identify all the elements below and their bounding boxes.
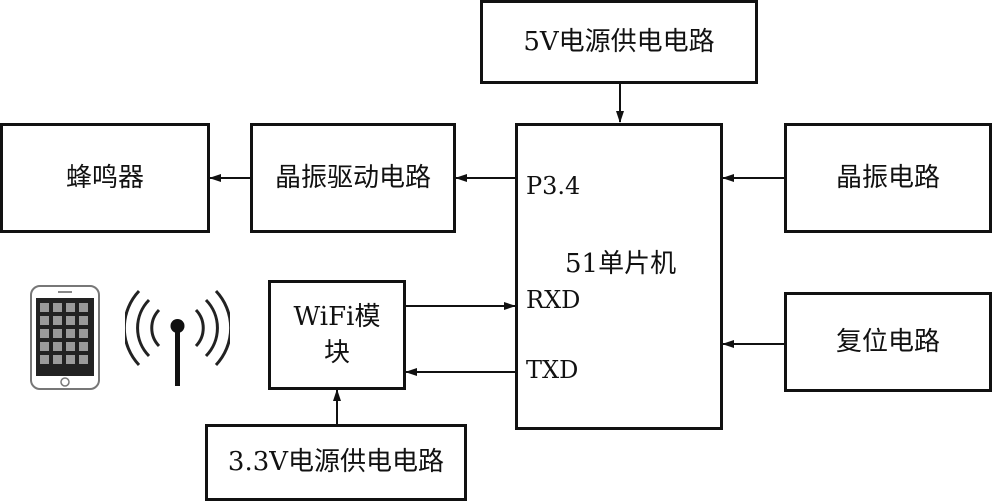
crystal-driver-label: 晶振驱动电路 <box>274 162 431 193</box>
crystal-label: 晶振电路 <box>835 162 940 193</box>
crystal-driver-block: 晶振驱动电路 <box>250 123 456 233</box>
power5v-label: 5V电源供电电路 <box>523 26 715 57</box>
power33v-label: 3.3V电源供电电路 <box>227 446 445 477</box>
wifi-block: WiFi模块 <box>268 280 406 390</box>
pin-p34-label: P3.4 <box>526 172 581 200</box>
pin-rxd-label: RXD <box>526 286 581 314</box>
wifi-label: WiFi模块 <box>293 301 381 368</box>
mcu-label: 51单片机 <box>565 249 677 279</box>
crystal-block: 晶振电路 <box>784 123 992 233</box>
reset-label: 复位电路 <box>835 326 940 357</box>
pin-txd-label: TXD <box>526 356 579 384</box>
buzzer-label: 蜂鸣器 <box>65 162 144 193</box>
power5v-block: 5V电源供电电路 <box>480 0 758 84</box>
reset-block: 复位电路 <box>784 292 992 392</box>
smartphone-icon <box>30 285 100 390</box>
power33v-block: 3.3V电源供电电路 <box>205 424 467 501</box>
buzzer-block: 蜂鸣器 <box>0 123 210 233</box>
mcu-block <box>515 123 723 430</box>
wireless-antenna-icon <box>125 289 230 386</box>
